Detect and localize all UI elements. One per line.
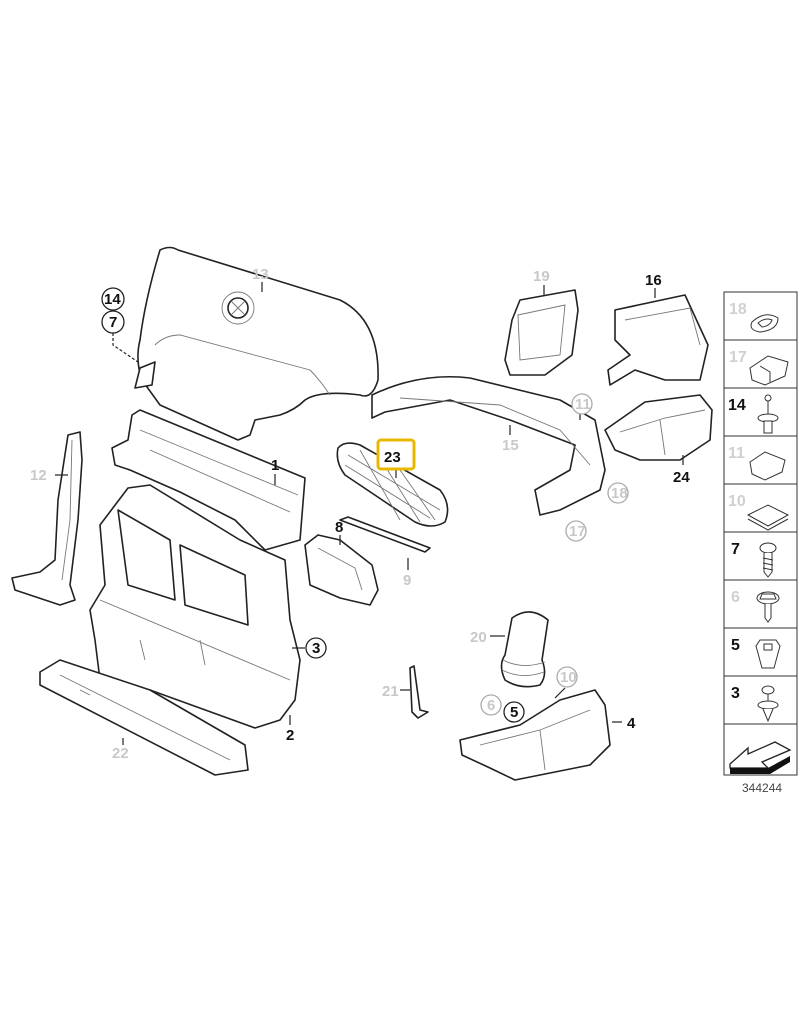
legend-row-17[interactable]: 17 xyxy=(729,349,789,386)
plastic-nut-icon xyxy=(755,639,781,669)
diagram-number: 344244 xyxy=(742,781,782,795)
svg-text:10: 10 xyxy=(728,493,746,510)
clip-nut-icon xyxy=(749,451,786,481)
selected-highlight-box xyxy=(376,438,416,471)
push-rivet-icon xyxy=(757,685,779,723)
hex-flange-screw-icon xyxy=(756,591,780,623)
part-1-carrier[interactable] xyxy=(111,409,306,551)
callout-17[interactable]: 17 xyxy=(569,523,586,540)
part-4-duct[interactable] xyxy=(459,689,611,781)
callout-19[interactable]: 19 xyxy=(533,268,550,285)
callout-13[interactable]: 13 xyxy=(252,266,269,283)
callout-4[interactable]: 4 xyxy=(627,715,636,732)
callout-24[interactable]: 24 xyxy=(673,469,690,486)
legend-row-7[interactable]: 7 xyxy=(731,541,777,578)
part-2-frame[interactable] xyxy=(89,484,301,729)
legend-row-18[interactable]: 18 xyxy=(729,301,779,333)
legend-row-3[interactable]: 3 xyxy=(731,685,779,723)
part-19-bracket[interactable] xyxy=(504,289,579,376)
part-9-strip[interactable] xyxy=(339,516,431,553)
front-direction-arrow-icon xyxy=(729,741,792,774)
part-15-duct[interactable] xyxy=(371,375,606,516)
callout-1[interactable]: 1 xyxy=(271,457,279,474)
legend-row-10[interactable]: 10 xyxy=(728,493,790,531)
part-23-grille[interactable] xyxy=(336,442,449,527)
expanding-rivet-icon xyxy=(757,394,779,434)
svg-text:18: 18 xyxy=(729,301,747,318)
callout-18[interactable]: 18 xyxy=(611,485,628,502)
svg-text:3: 3 xyxy=(731,685,740,702)
callout-23[interactable]: 23 xyxy=(384,449,401,466)
part-22-panel[interactable] xyxy=(39,659,249,776)
legend-row-6[interactable]: 6 xyxy=(731,589,780,623)
callout-12[interactable]: 12 xyxy=(30,467,47,484)
svg-text:17: 17 xyxy=(729,349,747,366)
callout-3[interactable]: 3 xyxy=(312,640,320,657)
callout-11[interactable]: 11 xyxy=(575,396,591,413)
spring-clip-icon xyxy=(749,355,789,386)
legend-row-5[interactable]: 5 xyxy=(731,637,781,669)
callout-2[interactable]: 2 xyxy=(286,727,294,744)
legend-row-14[interactable]: 14 xyxy=(728,394,779,434)
part-24-duct[interactable] xyxy=(604,394,713,461)
callout-16[interactable]: 16 xyxy=(645,272,662,289)
svg-text:11: 11 xyxy=(728,445,745,462)
callout-9[interactable]: 9 xyxy=(403,572,411,589)
callout-5[interactable]: 5 xyxy=(510,704,518,721)
callout-15[interactable]: 15 xyxy=(502,437,519,454)
callout-22[interactable]: 22 xyxy=(112,745,129,762)
svg-text:5: 5 xyxy=(731,637,740,654)
svg-text:6: 6 xyxy=(731,589,740,606)
wire-grommet-icon xyxy=(750,314,779,333)
part-12-duct[interactable] xyxy=(11,431,83,606)
speed-nut-icon xyxy=(746,504,790,531)
legend-row-11[interactable]: 11 xyxy=(728,445,786,481)
screw-icon xyxy=(759,542,777,578)
callout-21[interactable]: 21 xyxy=(382,683,399,700)
leader-lines xyxy=(55,285,684,745)
callout-14[interactable]: 14 xyxy=(104,291,121,308)
callout-8[interactable]: 8 xyxy=(335,519,343,536)
callouts: 13 14 7 12 1 8 9 23 19 16 15 11 24 18 17… xyxy=(30,266,690,762)
callout-10[interactable]: 10 xyxy=(560,669,577,686)
callout-6[interactable]: 6 xyxy=(487,697,495,714)
callout-20[interactable]: 20 xyxy=(470,629,487,646)
part-13-cover[interactable] xyxy=(134,246,379,441)
svg-text:14: 14 xyxy=(728,397,746,414)
part-8-cover[interactable] xyxy=(304,534,379,606)
fastener-legend: 18 17 14 11 10 7 6 5 3 344244 xyxy=(723,291,798,795)
part-21-bracket[interactable] xyxy=(409,665,429,719)
part-16-duct[interactable] xyxy=(607,294,709,386)
callout-7[interactable]: 7 xyxy=(109,314,117,331)
part-20-hose[interactable] xyxy=(500,611,549,688)
svg-text:7: 7 xyxy=(731,541,740,558)
